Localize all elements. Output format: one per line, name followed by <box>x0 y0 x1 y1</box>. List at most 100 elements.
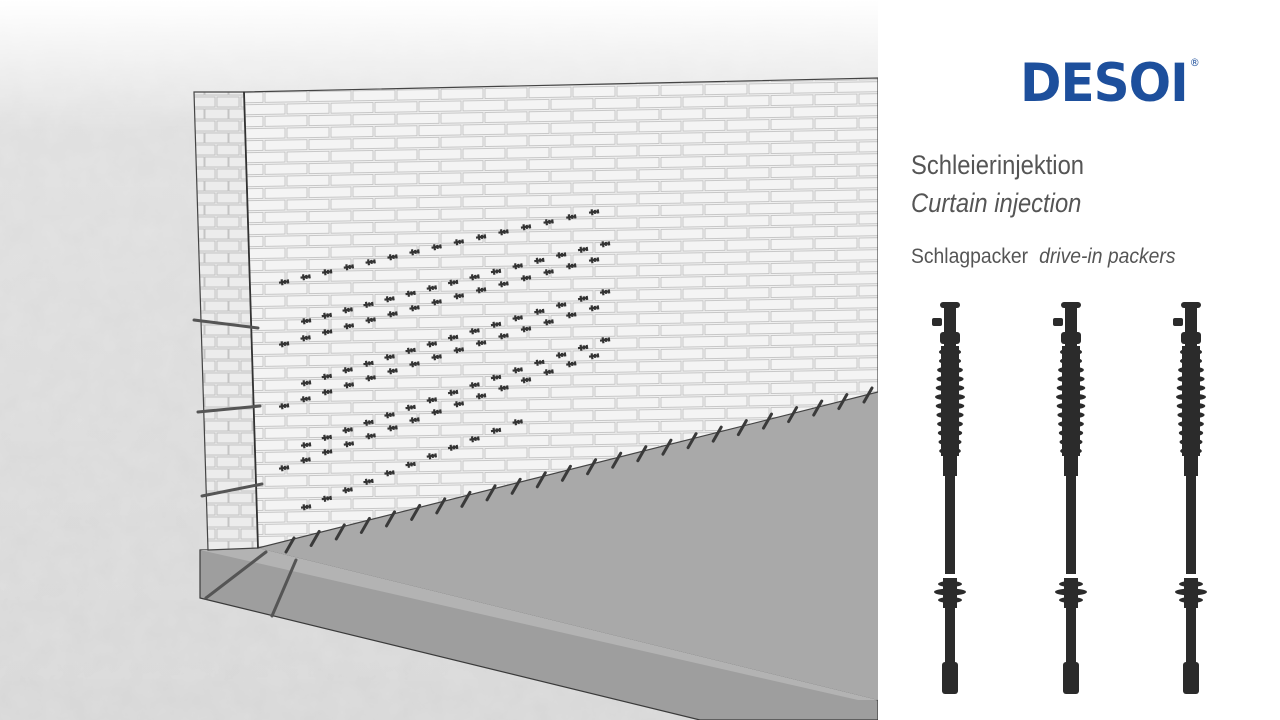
wall-packer <box>409 305 420 312</box>
wall-packer <box>520 377 532 384</box>
info-panel: DESOI® Schleierinjektion Curtain injecti… <box>878 0 1280 720</box>
wall-packer <box>520 326 532 333</box>
wall-packer <box>387 254 398 261</box>
wall-packer <box>405 461 416 468</box>
wall-packer <box>566 263 577 270</box>
wall-packer <box>534 359 545 366</box>
wall-packer <box>543 269 554 276</box>
wall-packer <box>384 354 395 361</box>
wall-packer <box>588 305 600 312</box>
wall-packer <box>453 401 465 408</box>
wall-packer <box>426 453 438 460</box>
wall-packer <box>566 214 577 221</box>
wall-packer <box>534 257 545 264</box>
wall-packer <box>588 257 600 264</box>
wall-packer <box>426 341 438 348</box>
floor-packer <box>787 406 799 424</box>
wall-packer <box>321 434 333 441</box>
floor-packer <box>385 510 397 528</box>
subtitle-german: Schlagpacker <box>911 245 1029 268</box>
wall-packer <box>490 268 502 275</box>
floor-packer <box>837 393 849 411</box>
floor-packer <box>284 536 296 554</box>
floor-packer <box>410 503 422 521</box>
wall-packer <box>512 419 523 426</box>
floor-packer <box>510 477 522 495</box>
wall-packer <box>469 328 480 335</box>
wall-packer <box>426 285 438 292</box>
wall-packer <box>343 441 355 448</box>
wall-packer <box>342 487 353 494</box>
wall-packer <box>431 299 442 306</box>
wall-packer <box>453 293 465 300</box>
wall-packer <box>365 259 376 266</box>
drive-in-packer <box>1053 302 1087 694</box>
wall-packer <box>512 263 523 270</box>
floor-packer <box>711 425 723 443</box>
wall-packer <box>447 334 459 341</box>
wall-packer <box>520 224 532 231</box>
wall-packer <box>475 234 487 241</box>
wall-packer <box>543 319 554 326</box>
wall-packer <box>300 504 312 511</box>
wall-packer <box>534 308 545 315</box>
wall-packer <box>384 470 395 477</box>
wall-packer <box>342 427 353 434</box>
subtitle: Schlagpacker drive-in packers <box>911 245 1175 269</box>
wall-packer <box>278 465 290 472</box>
floor-slab <box>258 392 878 700</box>
floor-packer <box>560 464 572 482</box>
wall-packer <box>577 344 589 351</box>
wall-packer <box>300 380 312 387</box>
title-german: Schleierinjektion <box>911 150 1085 180</box>
wall-packer <box>300 396 311 403</box>
floor-packer <box>686 432 698 450</box>
wall-packer <box>555 302 567 309</box>
wall-packer <box>384 296 395 303</box>
wall-packer <box>409 417 420 424</box>
floor-packer <box>309 529 321 547</box>
wall-packer <box>431 244 442 251</box>
wall-packer <box>426 397 438 404</box>
wall-packer <box>343 382 355 389</box>
floor-packer <box>736 419 748 437</box>
wall-packer <box>498 385 509 392</box>
wall-packer <box>278 341 290 348</box>
wall-packer <box>405 404 416 411</box>
wall-packer <box>469 382 480 389</box>
wall-packer <box>278 403 290 410</box>
wall-packer <box>365 433 376 440</box>
wall-packer-grid <box>278 209 611 511</box>
floor-packer <box>334 523 346 541</box>
wall-packer <box>363 301 374 308</box>
floor-packer <box>359 516 371 534</box>
wall-packer <box>469 436 480 443</box>
logo-text: DESOI <box>1020 52 1189 114</box>
side-injection-rods <box>192 318 298 618</box>
wall-packer <box>453 347 465 354</box>
drive-in-packer <box>932 302 966 694</box>
wall-packer <box>498 281 509 288</box>
subtitle-english: drive-in packers <box>1039 245 1176 268</box>
wall-packer <box>453 239 465 246</box>
wall-packer <box>577 246 589 253</box>
wall-packer <box>577 295 589 302</box>
floor-packer <box>661 438 673 456</box>
wall-packer <box>278 279 290 286</box>
floor-packer <box>761 412 773 430</box>
floor-packer <box>586 458 598 476</box>
wall-packer <box>342 367 353 374</box>
wall-packer <box>475 393 487 400</box>
wall-packer <box>599 241 611 248</box>
wall-packer <box>300 442 312 449</box>
wall-packer <box>321 373 333 380</box>
wall-packer <box>321 389 333 396</box>
wall-packer <box>512 367 523 374</box>
wall-packer <box>599 337 611 344</box>
wall-packer <box>300 274 311 281</box>
floor-packer <box>485 484 497 502</box>
wall-packer <box>566 312 577 319</box>
floor-packer <box>611 451 623 469</box>
floor-packer-row <box>284 386 874 554</box>
floor-packer <box>435 497 447 515</box>
